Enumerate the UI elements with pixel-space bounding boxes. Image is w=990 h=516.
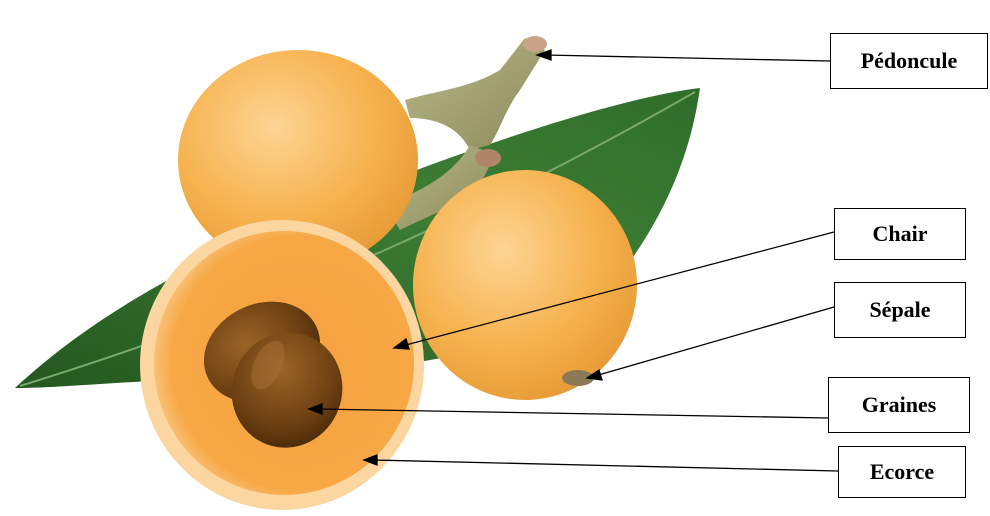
label-chair: Chair [834, 208, 966, 260]
label-pedoncule: Pédoncule [830, 33, 988, 89]
label-graines: Graines [828, 377, 970, 433]
label-ecorce: Ecorce [838, 446, 966, 498]
stem-cut [475, 149, 501, 167]
arrow-pedoncule [545, 55, 830, 61]
label-sepale: Sépale [834, 282, 966, 338]
fruit-right [413, 170, 637, 400]
pedoncule-tip [523, 36, 547, 52]
arrow-ecorce [372, 460, 838, 471]
